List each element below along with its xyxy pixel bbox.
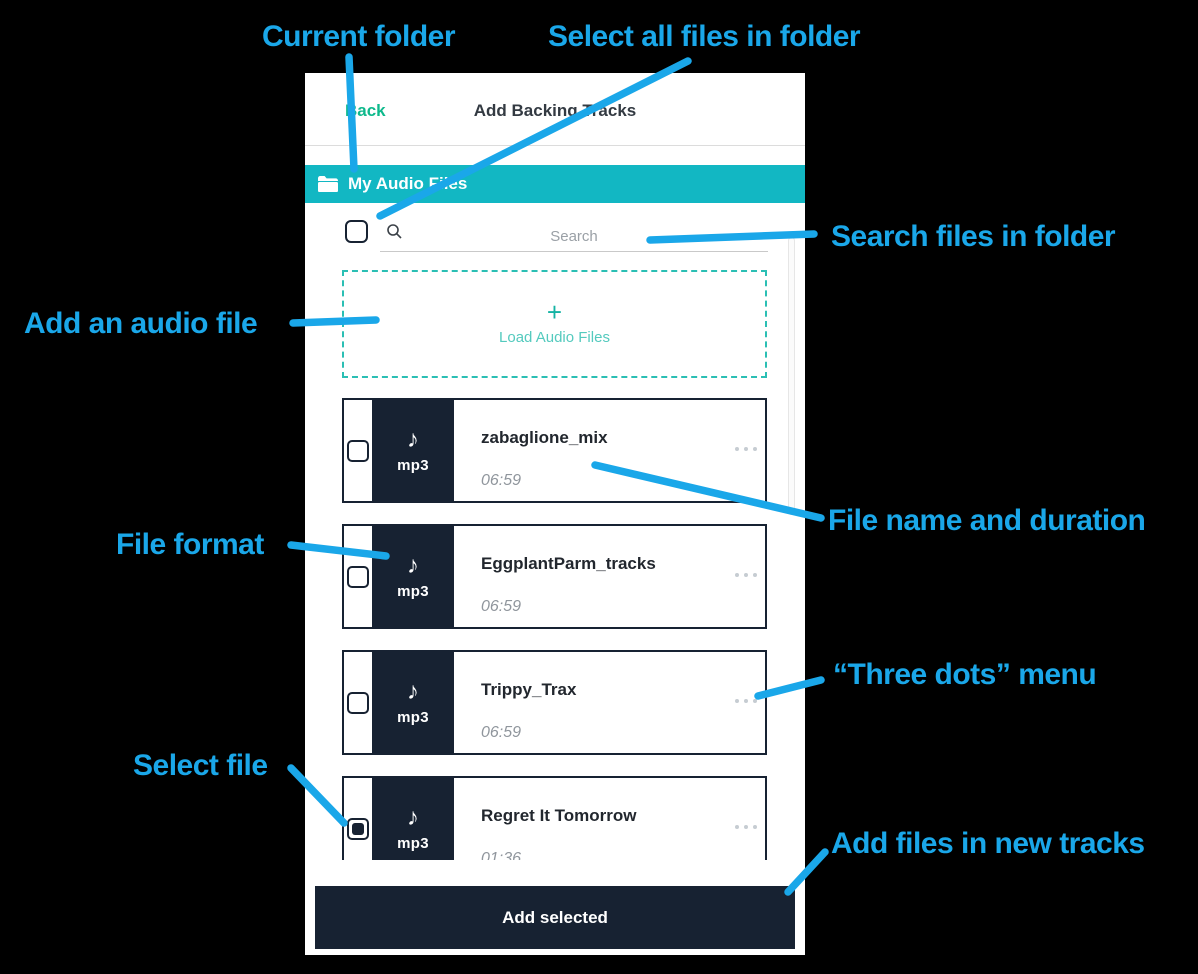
page-title: Add Backing Tracks bbox=[473, 101, 637, 120]
more-menu-button[interactable] bbox=[735, 825, 757, 829]
file-checkbox[interactable] bbox=[347, 817, 369, 840]
annotation-file-name-duration: File name and duration bbox=[828, 504, 1146, 537]
annotation-search-files: Search files in folder bbox=[831, 220, 1116, 253]
annotation-file-format: File format bbox=[116, 528, 264, 561]
app-window: Back Add Backing Tracks My Audio Files S… bbox=[305, 73, 805, 955]
file-format-label: mp3 bbox=[397, 834, 429, 852]
file-format-label: mp3 bbox=[397, 708, 429, 726]
file-name: EggplantParm_tracks bbox=[481, 554, 656, 573]
annotation-select-file: Select file bbox=[133, 749, 268, 782]
more-menu-button[interactable] bbox=[735, 447, 757, 451]
music-note-icon: ♪ bbox=[407, 803, 419, 831]
more-menu-button[interactable] bbox=[735, 699, 757, 703]
more-menu-button[interactable] bbox=[735, 573, 757, 577]
file-info: zabaglione_mix 06:59 bbox=[454, 400, 765, 501]
app-header: Back Add Backing Tracks bbox=[305, 73, 805, 146]
file-format-badge: ♪ mp3 bbox=[372, 778, 454, 860]
music-note-icon: ♪ bbox=[407, 551, 419, 579]
file-name: Trippy_Trax bbox=[481, 680, 577, 699]
select-all-checkbox[interactable] bbox=[345, 220, 368, 243]
annotation-three-dots-menu: “Three dots” menu bbox=[833, 658, 1097, 691]
file-format-label: mp3 bbox=[397, 582, 429, 600]
file-checkbox-cell bbox=[344, 400, 372, 501]
search-input[interactable]: Search bbox=[550, 228, 598, 245]
file-duration: 06:59 bbox=[481, 724, 522, 741]
plus-icon: + bbox=[546, 297, 563, 327]
file-row[interactable]: ♪ mp3 Trippy_Trax 06:59 bbox=[342, 650, 767, 755]
file-checkbox-cell bbox=[344, 526, 372, 627]
file-info: EggplantParm_tracks 06:59 bbox=[454, 526, 765, 627]
file-list: ♪ mp3 zabaglione_mix 06:59 ♪ mp3 bbox=[342, 398, 767, 860]
file-info: Trippy_Trax 06:59 bbox=[454, 652, 765, 753]
annotation-add-files: Add files in new tracks bbox=[831, 827, 1145, 860]
file-checkbox-cell bbox=[344, 652, 372, 753]
file-row[interactable]: ♪ mp3 EggplantParm_tracks 06:59 bbox=[342, 524, 767, 629]
scrollbar[interactable] bbox=[788, 237, 795, 515]
file-checkbox[interactable] bbox=[347, 565, 369, 588]
search-icon bbox=[386, 223, 403, 245]
file-format-badge: ♪ mp3 bbox=[372, 652, 454, 753]
file-checkbox-cell bbox=[344, 778, 372, 860]
file-row[interactable]: ♪ mp3 zabaglione_mix 06:59 bbox=[342, 398, 767, 503]
file-name: zabaglione_mix bbox=[481, 428, 608, 447]
file-format-badge: ♪ mp3 bbox=[372, 526, 454, 627]
add-selected-button[interactable]: Add selected bbox=[315, 886, 795, 949]
file-duration: 06:59 bbox=[481, 472, 522, 489]
file-info: Regret It Tomorrow 01:36 bbox=[454, 778, 765, 860]
add-selected-label: Add selected bbox=[502, 907, 608, 927]
annotation-add-audio-file: Add an audio file bbox=[24, 307, 258, 340]
file-name: Regret It Tomorrow bbox=[481, 806, 637, 825]
file-row[interactable]: ♪ mp3 Regret It Tomorrow 01:36 bbox=[342, 776, 767, 860]
current-folder-bar[interactable]: My Audio Files bbox=[305, 165, 805, 203]
current-folder-label: My Audio Files bbox=[348, 174, 468, 193]
load-audio-files-button[interactable]: + Load Audio Files bbox=[342, 270, 767, 378]
music-note-icon: ♪ bbox=[407, 677, 419, 705]
load-audio-files-label: Load Audio Files bbox=[499, 329, 610, 346]
file-format-label: mp3 bbox=[397, 456, 429, 474]
file-duration: 01:36 bbox=[481, 850, 522, 860]
music-note-icon: ♪ bbox=[407, 425, 419, 453]
annotation-select-all: Select all files in folder bbox=[548, 20, 861, 53]
file-checkbox[interactable] bbox=[347, 439, 369, 462]
file-duration: 06:59 bbox=[481, 598, 522, 615]
folder-icon bbox=[318, 176, 338, 192]
search-underline bbox=[380, 251, 768, 252]
file-format-badge: ♪ mp3 bbox=[372, 400, 454, 501]
annotation-current-folder: Current folder bbox=[262, 20, 456, 53]
file-checkbox[interactable] bbox=[347, 691, 369, 714]
